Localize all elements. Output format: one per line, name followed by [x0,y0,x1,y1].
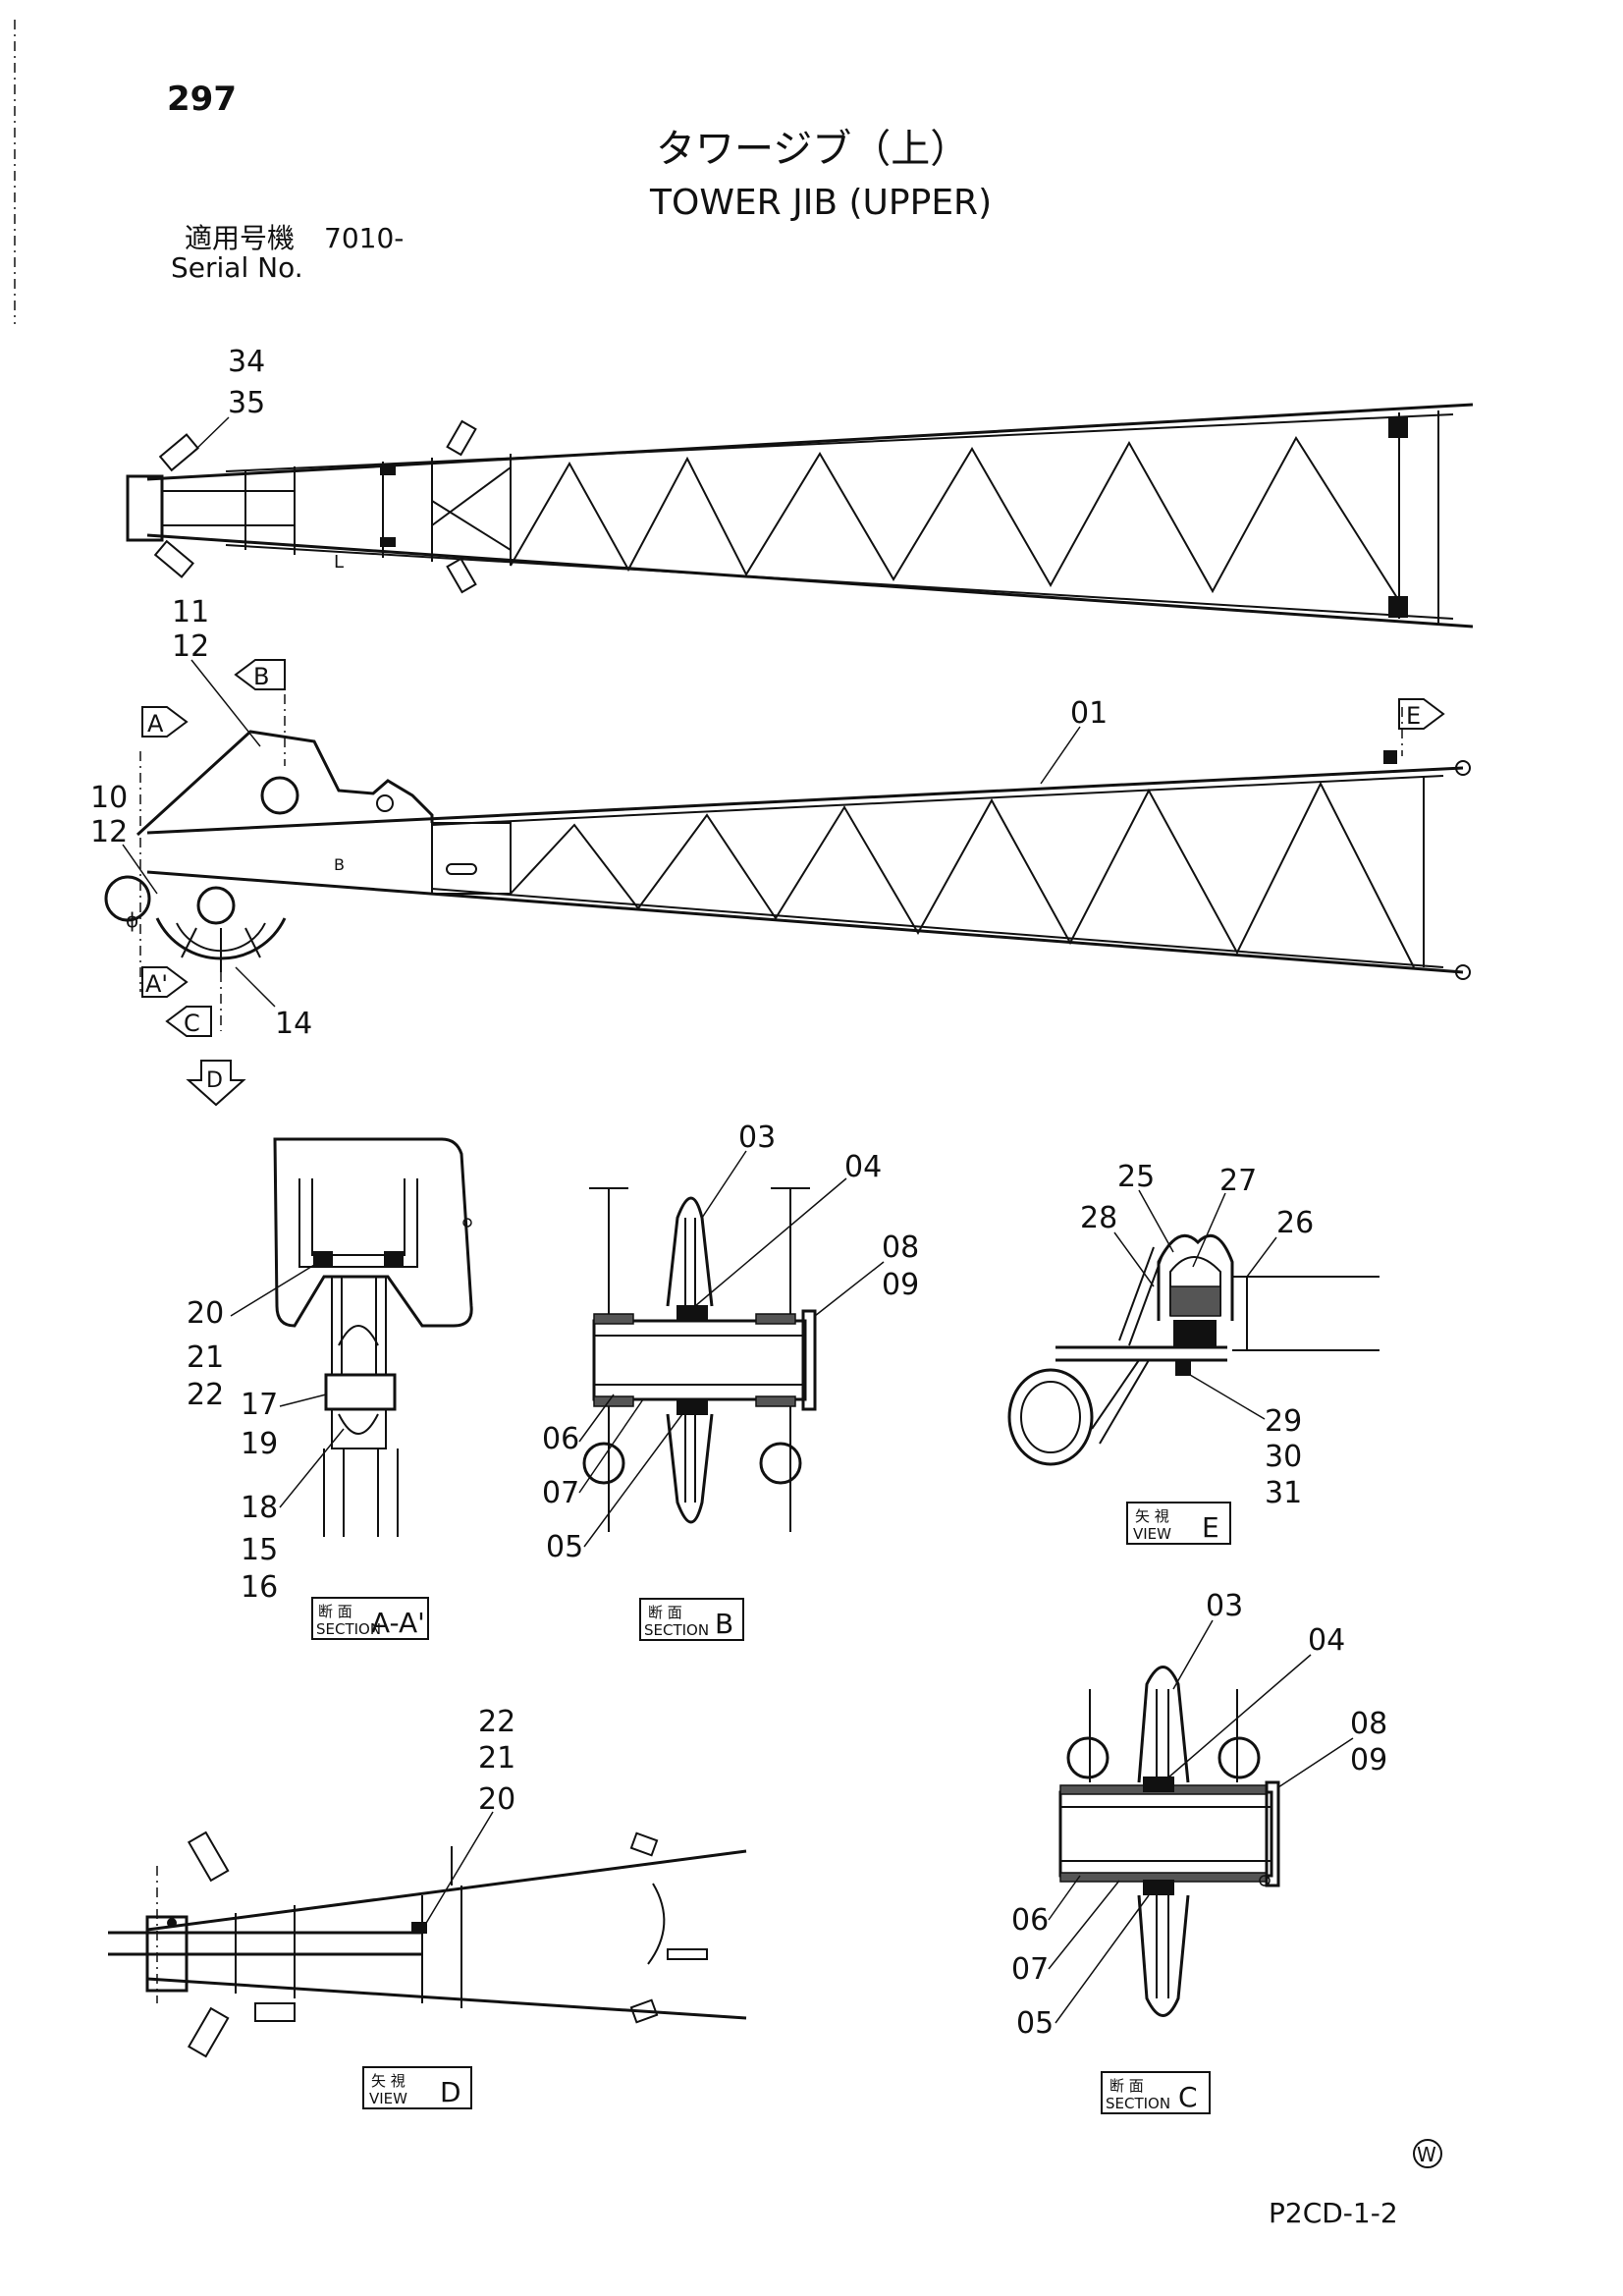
footer-code: P2CD-1-2 [1269,2197,1398,2229]
callout-30: 30 [1265,1440,1302,1474]
view-arrow-b-label: B [253,663,269,690]
jib-top-view: L [126,403,1474,629]
tag-section-c: 断 面 SECTION C [1101,2071,1211,2114]
callout-14: 14 [275,1007,312,1041]
callout-20-a: 20 [187,1296,224,1331]
callout-04-c: 04 [1308,1623,1345,1658]
tag-view-d-id: D [440,2076,461,2108]
callout-03-b: 03 [738,1121,776,1155]
callout-11: 11 [172,595,209,629]
view-arrow-d-label: D [206,1068,223,1093]
callout-07-b: 07 [542,1476,579,1510]
tag-view-e-id: E [1202,1511,1219,1544]
callout-04-b: 04 [844,1150,882,1184]
tag-view-e: 矢 視 VIEW E [1126,1502,1231,1545]
tag-view-d-en: VIEW [369,2090,407,2107]
view-arrow-e: E [1398,698,1445,730]
callout-03-c: 03 [1206,1589,1243,1623]
tag-section-b-en: SECTION [644,1621,709,1639]
callout-29: 29 [1265,1404,1302,1439]
view-arrow-e-label: E [1406,702,1421,730]
callout-25: 25 [1117,1160,1155,1194]
callout-08-c: 08 [1350,1707,1387,1741]
callout-07-c: 07 [1011,1952,1049,1987]
footer-mark-letter: W [1417,2143,1436,2166]
tag-view-e-en: VIEW [1133,1525,1171,1543]
callout-12-lower: 12 [90,815,128,849]
view-arrow-a-label: A [147,710,164,738]
marker-l: L [334,552,344,573]
callout-18: 18 [241,1491,278,1525]
callout-10: 10 [90,781,128,815]
callout-28: 28 [1080,1201,1117,1235]
section-b-drawing [582,1187,817,1532]
tag-section-aa-en: SECTION [316,1620,381,1638]
title-english: TOWER JIB (UPPER) [649,183,992,223]
tag-section-aa-id: A-A' [371,1607,425,1639]
callout-27: 27 [1219,1164,1257,1198]
serial-label-english: Serial No. [171,251,303,284]
serial-label-japanese: 適用号機 [185,222,295,254]
jib-side-view: B ϕ [104,730,1471,980]
view-d-drawing [108,1831,747,2058]
callout-17: 17 [241,1388,278,1422]
view-arrow-b: B [234,659,286,690]
view-arrow-a-prime: A' [141,966,189,998]
callout-08-b: 08 [882,1230,919,1265]
callout-31: 31 [1265,1476,1302,1510]
callout-05-c: 05 [1016,2006,1054,2041]
callout-16: 16 [241,1570,278,1605]
callout-22-a: 22 [187,1378,224,1412]
callout-06-b: 06 [542,1422,579,1456]
callout-09-c: 09 [1350,1743,1387,1777]
tag-section-b-jp: 断 面 [648,1604,682,1621]
view-arrow-d: D [186,1060,246,1107]
section-aa-drawing [273,1137,473,1537]
view-arrow-c-label: C [184,1010,200,1037]
serial-value: 7010- [324,222,404,254]
view-arrow-c: C [165,1006,212,1037]
title-japanese: タワージブ（上） [656,127,969,172]
callout-21-d: 21 [478,1741,515,1776]
tag-section-b: 断 面 SECTION B [639,1598,744,1641]
tag-section-c-id: C [1178,2081,1198,2113]
view-arrow-a-prime-label: A' [145,970,168,998]
section-c-drawing [1058,1666,1280,2017]
callout-22-d: 22 [478,1705,515,1739]
tag-section-aa-jp: 断 面 [318,1603,352,1620]
marker-phi: ϕ [126,908,138,932]
callout-21-a: 21 [187,1340,224,1375]
tag-view-d-jp: 矢 視 [371,2072,406,2090]
callout-15: 15 [241,1533,278,1567]
view-e-drawing [1007,1233,1380,1466]
callout-12-upper: 12 [172,629,209,664]
callout-35: 35 [228,386,265,420]
callout-05-b: 05 [546,1530,583,1564]
callout-20-d: 20 [478,1782,515,1817]
tag-section-b-id: B [715,1608,733,1640]
footer-mark: W [1413,2139,1442,2168]
tag-section-c-jp: 断 面 [1109,2077,1144,2095]
page-number: 297 [167,80,237,119]
marker-b: B [334,855,345,874]
tag-section-aa: 断 面 SECTION A-A' [311,1597,429,1640]
callout-19: 19 [241,1427,278,1461]
callout-01: 01 [1070,696,1108,731]
tag-view-e-jp: 矢 視 [1135,1507,1169,1525]
callout-06-c: 06 [1011,1903,1049,1938]
view-arrow-a: A [141,706,189,738]
callout-26: 26 [1276,1206,1314,1240]
callout-09-b: 09 [882,1268,919,1302]
tag-section-c-en: SECTION [1106,2095,1170,2112]
tag-view-d: 矢 視 VIEW D [362,2066,472,2109]
callout-34: 34 [228,345,265,379]
